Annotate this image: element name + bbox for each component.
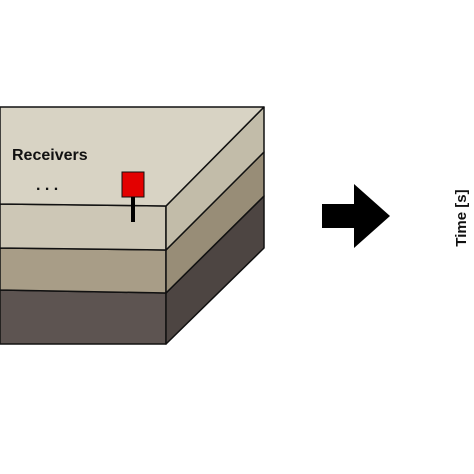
right-arrow-icon xyxy=(322,184,390,248)
middle-layer-front xyxy=(0,247,167,294)
layered-earth-block xyxy=(0,106,265,345)
receivers-label: Receivers xyxy=(12,147,88,164)
top-layer-front xyxy=(0,203,167,251)
receivers-ellipsis: . . . xyxy=(36,177,58,194)
time-axis-label: Time [s] xyxy=(453,189,470,246)
receiver-spike xyxy=(131,197,135,222)
bottom-layer-front xyxy=(0,289,167,345)
receiver-icon xyxy=(121,171,145,222)
top-layer-surface xyxy=(0,106,265,207)
receiver-marker xyxy=(121,171,145,198)
